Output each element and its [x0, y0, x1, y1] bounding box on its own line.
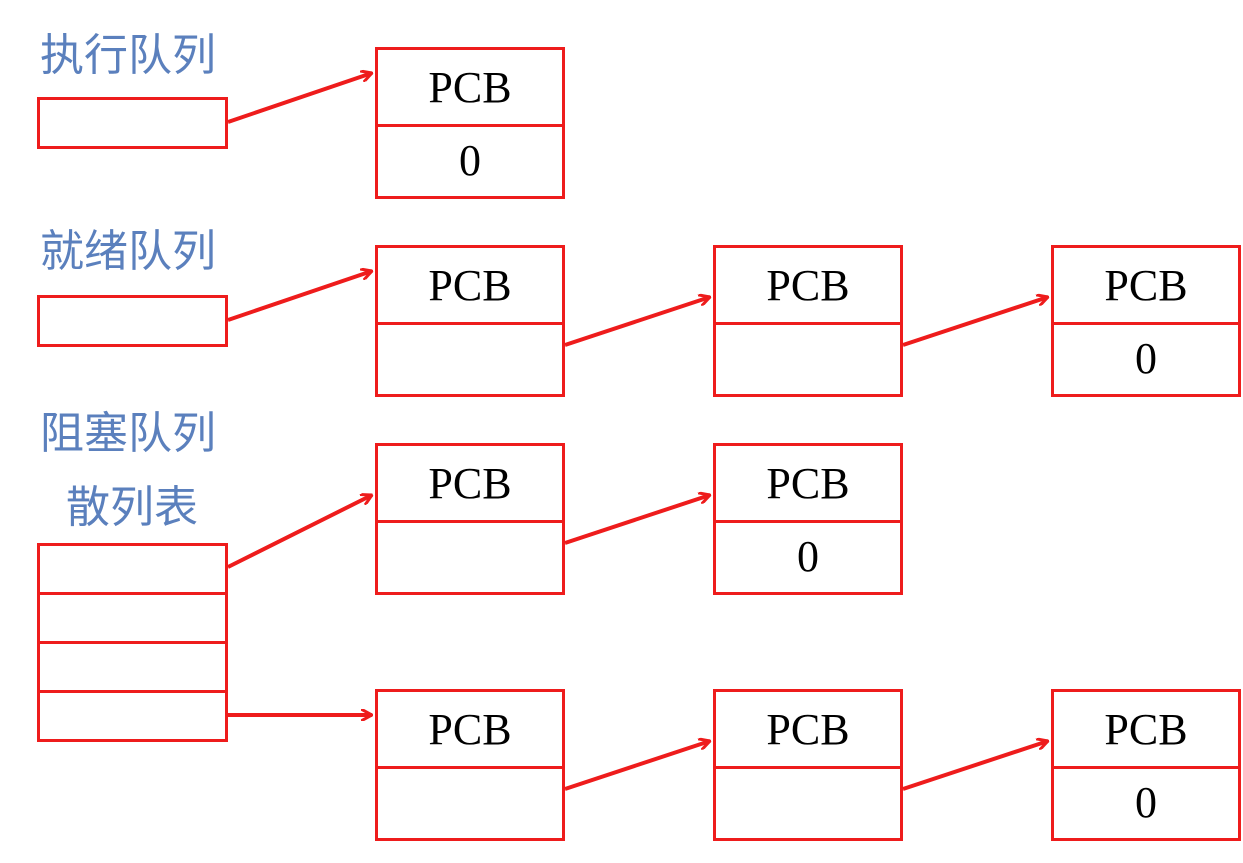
pointer-arrow — [227, 495, 372, 569]
blocked-pcb-node: PCB 0 — [713, 443, 903, 595]
pcb-next-pointer: 0 — [1135, 333, 1157, 383]
running-pcb-node: PCB 0 — [375, 47, 565, 199]
pcb-title: PCB — [378, 692, 562, 769]
pcb-next-pointer: 0 — [1135, 777, 1157, 827]
hash-table-label: 散列表 — [66, 482, 198, 533]
ready-pcb-node: PCB — [375, 245, 565, 397]
running-queue-label: 执行队列 — [40, 30, 216, 81]
ready-pcb-node: PCB — [713, 245, 903, 397]
pcb-title: PCB — [716, 248, 900, 325]
pcb-title: PCB — [378, 50, 562, 127]
pcb-title: PCB — [716, 446, 900, 523]
blocked-queue-label: 阻塞队列 — [40, 408, 216, 459]
blocked-pcb-node: PCB — [375, 689, 565, 841]
pointer-arrow — [902, 297, 1048, 347]
pcb-title: PCB — [1054, 248, 1238, 325]
pcb-title: PCB — [378, 446, 562, 523]
blocked-pcb-node: PCB 0 — [1051, 689, 1241, 841]
hash-table-cell — [37, 690, 228, 742]
pointer-arrow — [564, 495, 710, 545]
pointer-arrow — [227, 271, 372, 322]
ready-pcb-node: PCB 0 — [1051, 245, 1241, 397]
ready-queue-label: 就绪队列 — [40, 226, 216, 277]
pointer-arrow — [902, 741, 1048, 791]
pcb-title: PCB — [1054, 692, 1238, 769]
pointer-arrow — [564, 297, 710, 347]
blocked-pcb-node: PCB — [713, 689, 903, 841]
pcb-title: PCB — [716, 692, 900, 769]
running-queue-head — [37, 97, 228, 149]
pointer-arrow — [227, 73, 372, 124]
ready-queue-head — [37, 295, 228, 347]
pcb-title: PCB — [378, 248, 562, 325]
blocked-pcb-node: PCB — [375, 443, 565, 595]
pcb-next-pointer: 0 — [459, 135, 481, 185]
hash-table-cell — [37, 641, 228, 693]
pcb-next-pointer: 0 — [797, 531, 819, 581]
pointer-arrow — [564, 741, 710, 791]
